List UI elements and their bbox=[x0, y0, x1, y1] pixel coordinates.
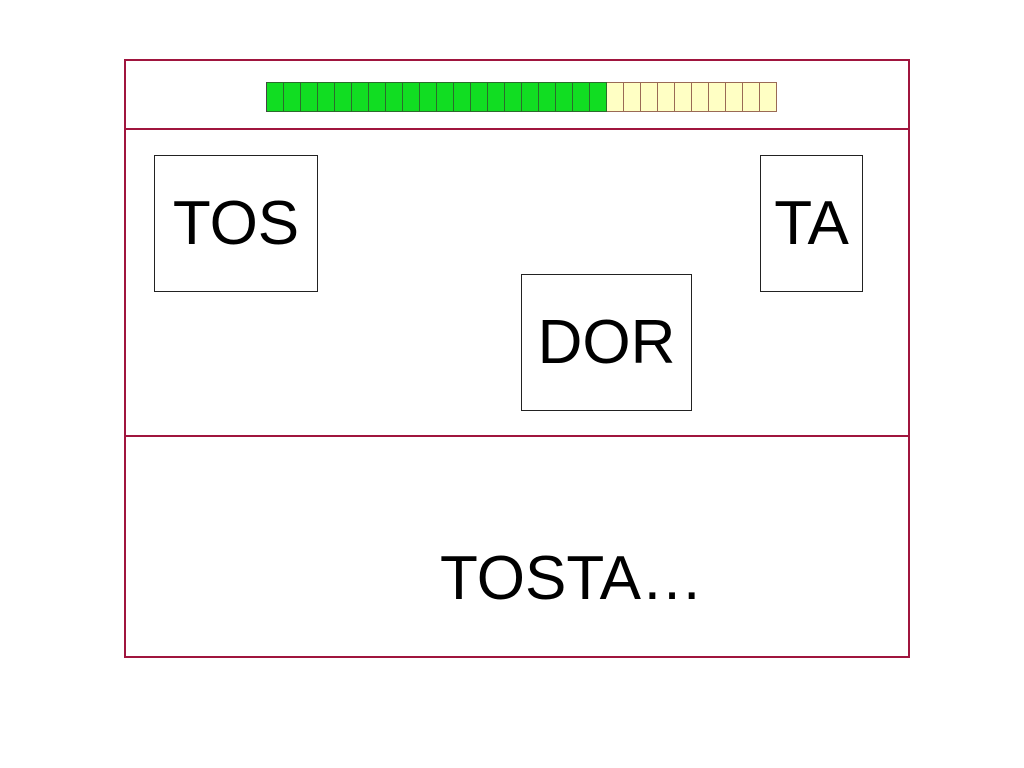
progress-panel bbox=[126, 61, 908, 130]
progress-cell-filled bbox=[539, 82, 556, 112]
progress-cell-filled bbox=[267, 82, 284, 112]
progress-cell-filled bbox=[471, 82, 488, 112]
syllable-card-ta[interactable]: TA bbox=[760, 155, 863, 292]
progress-cell-filled bbox=[318, 82, 335, 112]
progress-cell-empty bbox=[709, 82, 726, 112]
progress-cell-filled bbox=[573, 82, 590, 112]
progress-cell-empty bbox=[607, 82, 624, 112]
progress-cell-filled bbox=[437, 82, 454, 112]
progress-cell-empty bbox=[675, 82, 692, 112]
answer-word: TOSTA… bbox=[440, 544, 703, 613]
progress-bar bbox=[266, 82, 777, 112]
progress-cell-filled bbox=[369, 82, 386, 112]
progress-cell-filled bbox=[403, 82, 420, 112]
syllable-panel: TOS TA DOR bbox=[126, 130, 908, 437]
progress-cell-filled bbox=[454, 82, 471, 112]
progress-cell-filled bbox=[505, 82, 522, 112]
progress-cell-filled bbox=[352, 82, 369, 112]
progress-cell-filled bbox=[420, 82, 437, 112]
answer-panel: TOSTA… bbox=[126, 437, 908, 656]
activity-frame: TOS TA DOR TOSTA… bbox=[124, 59, 910, 658]
progress-cell-filled bbox=[488, 82, 505, 112]
progress-cell-filled bbox=[590, 82, 607, 112]
progress-cell-empty bbox=[692, 82, 709, 112]
progress-cell-filled bbox=[556, 82, 573, 112]
syllable-label: DOR bbox=[537, 308, 676, 377]
syllable-card-tos[interactable]: TOS bbox=[154, 155, 318, 292]
syllable-label: TA bbox=[774, 189, 849, 258]
progress-cell-filled bbox=[522, 82, 539, 112]
progress-cell-filled bbox=[301, 82, 318, 112]
progress-cell-filled bbox=[386, 82, 403, 112]
progress-cell-empty bbox=[743, 82, 760, 112]
syllable-label: TOS bbox=[172, 189, 300, 258]
progress-cell-empty bbox=[760, 82, 777, 112]
progress-cell-empty bbox=[624, 82, 641, 112]
progress-cell-empty bbox=[658, 82, 675, 112]
progress-cell-empty bbox=[641, 82, 658, 112]
progress-cell-empty bbox=[726, 82, 743, 112]
progress-cell-filled bbox=[335, 82, 352, 112]
progress-cell-filled bbox=[284, 82, 301, 112]
syllable-card-dor[interactable]: DOR bbox=[521, 274, 692, 411]
